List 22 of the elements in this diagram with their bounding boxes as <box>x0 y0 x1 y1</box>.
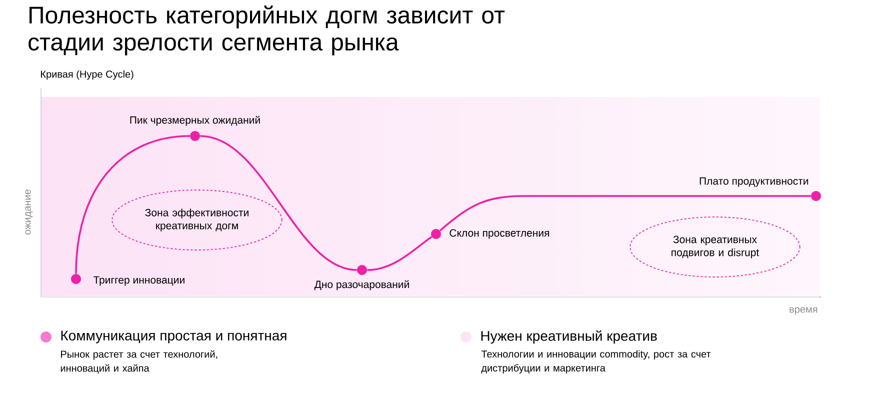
curve-point <box>811 191 821 201</box>
point-label: Триггер инновации <box>93 276 184 286</box>
axis-label: ожидание <box>25 190 33 234</box>
curve-point <box>357 265 367 275</box>
curve <box>367 236 432 271</box>
curve <box>75 135 190 274</box>
curve <box>200 135 357 271</box>
title: Полезность категорийных догм зависит от стадии зрелости сегмента рынка <box>28 6 505 56</box>
axis-label: время <box>790 307 818 315</box>
legend-text: Коммуникация простая и понятная <box>61 330 286 344</box>
point-label: Пик чрезмерных ожиданий <box>130 116 260 126</box>
chart-subtitle: Кривая (Hype Cycle) <box>41 70 134 80</box>
point-label: Плато продуктивности <box>700 177 808 187</box>
description: Технологии и инновации commodity, рост за счет дистрибуции и маркетинга <box>481 350 711 374</box>
legend-text: Нужен креативный креатив <box>481 330 657 344</box>
curve-point <box>190 131 200 141</box>
point-label: Склон просветления <box>450 229 550 239</box>
curve-point <box>431 229 441 239</box>
description: Рынок растет за счет технологий, инноваций и хайпа <box>60 350 218 374</box>
point-label: Дно разочарований <box>314 280 409 290</box>
curve <box>439 195 811 232</box>
curve-point <box>71 274 81 284</box>
